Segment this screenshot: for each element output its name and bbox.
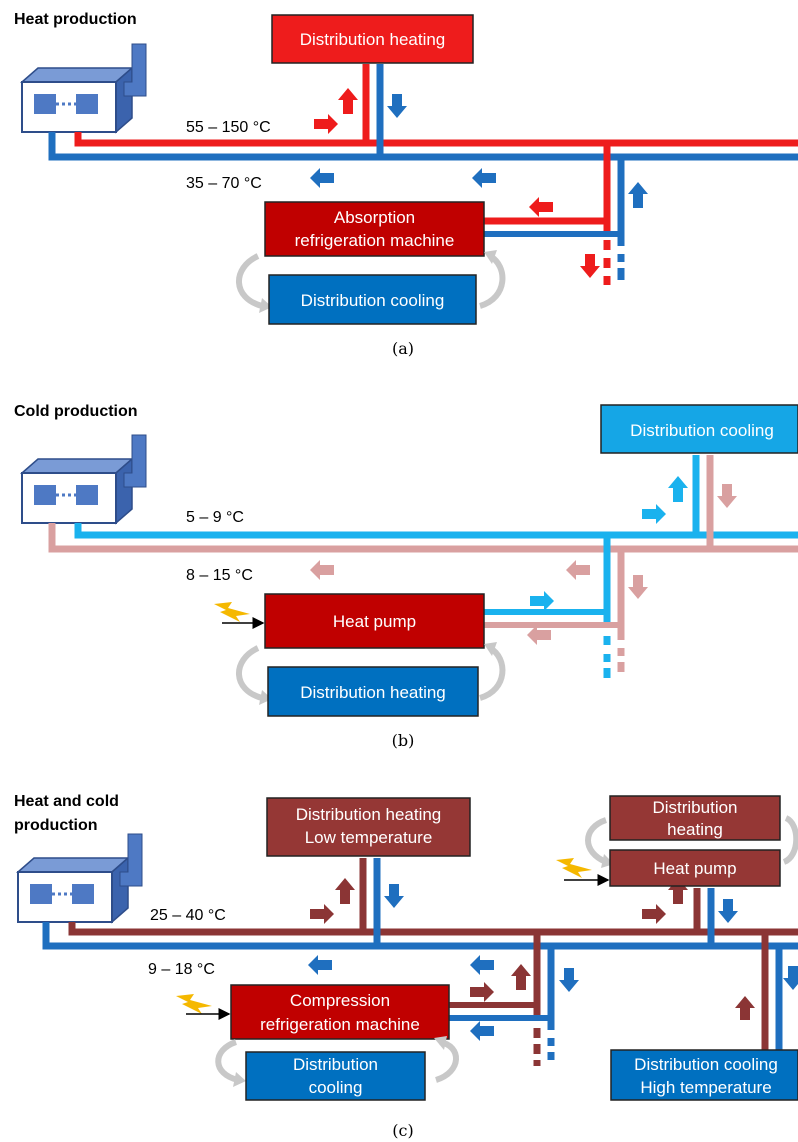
flow-arrow-icon xyxy=(308,878,798,1041)
heat-pump-label: Heat pump xyxy=(653,859,736,878)
plant-building-icon xyxy=(20,457,134,525)
distribution-heating-label-line1: Distribution xyxy=(652,798,737,817)
flow-arrow-icon xyxy=(310,88,648,278)
supply-temp-label: 25 – 40 °C xyxy=(150,907,226,924)
supply-temp-label: 55 – 150 °C xyxy=(186,119,271,136)
cycle-arrow-icon xyxy=(478,253,506,309)
distribution-heating-label: Distribution heating xyxy=(300,683,446,702)
heating-low-label-line1: Distribution heating xyxy=(296,805,442,824)
pipe-network-c xyxy=(42,858,798,1066)
cycle-arrow-icon xyxy=(585,817,608,865)
cycle-arrow-icon xyxy=(434,1039,459,1083)
caption-a: (a) xyxy=(392,339,414,358)
heat-pump-label: Heat pump xyxy=(333,612,416,631)
chimney-icon xyxy=(119,833,143,887)
distribution-cooling-high-temp-box xyxy=(610,1049,798,1101)
distribution-cooling-label-line1: Distribution xyxy=(293,1055,378,1074)
cycle-arrow-icon xyxy=(478,645,506,701)
cooling-high-label-line2: High temperature xyxy=(640,1078,771,1097)
pipe-network-b xyxy=(48,455,798,678)
cycle-arrow-icon xyxy=(236,253,263,309)
distribution-cooling-label: Distribution cooling xyxy=(301,291,445,310)
lightning-icon xyxy=(176,994,212,1014)
panel-c-title-line2: production xyxy=(14,817,98,834)
flow-arrow-icon xyxy=(310,476,737,645)
panel-a: Heat production xyxy=(14,11,798,358)
heat-pump-box xyxy=(264,593,485,649)
panel-b: Cold production xyxy=(14,403,798,750)
cycle-arrow-icon xyxy=(782,815,798,865)
distribution-heating-label-line2: heating xyxy=(667,820,723,839)
panel-a-title: Heat production xyxy=(14,11,137,28)
plant-building-icon xyxy=(20,66,134,134)
distribution-heating-box xyxy=(609,795,781,841)
cycle-arrow-icon xyxy=(236,645,263,701)
absorption-label-line2: refrigeration machine xyxy=(295,231,455,250)
panel-c: Heat and cold production xyxy=(14,793,798,1140)
caption-b: (b) xyxy=(392,731,415,750)
distribution-heating-box xyxy=(267,666,479,717)
distribution-cooling-label-line2: cooling xyxy=(309,1078,363,1097)
plant-building-icon xyxy=(16,856,130,924)
lightning-icon xyxy=(556,858,592,878)
panel-b-title: Cold production xyxy=(14,403,138,420)
cooling-high-label-line1: Distribution cooling xyxy=(634,1055,778,1074)
distribution-heating-low-temp-box xyxy=(266,797,471,857)
distribution-cooling-box xyxy=(600,404,798,454)
compression-label-line2: refrigeration machine xyxy=(260,1015,420,1034)
distribution-heating-label: Distribution heating xyxy=(300,30,446,49)
chimney-icon xyxy=(123,43,147,97)
return-temp-label: 8 – 15 °C xyxy=(186,567,253,584)
cycle-arrow-icon xyxy=(215,1039,239,1083)
absorption-machine-box xyxy=(264,201,485,257)
lightning-icon xyxy=(214,602,250,622)
panel-c-title-line1: Heat and cold xyxy=(14,793,119,810)
heat-pump-box xyxy=(609,849,781,887)
pipe-network-a xyxy=(48,64,798,285)
compression-machine-box xyxy=(230,984,450,1040)
return-temp-label: 35 – 70 °C xyxy=(186,175,262,192)
return-temp-label: 9 – 18 °C xyxy=(148,961,215,978)
supply-temp-label: 5 – 9 °C xyxy=(186,509,244,526)
distribution-cooling-label: Distribution cooling xyxy=(630,421,774,440)
absorption-label-line1: Absorption xyxy=(334,208,415,227)
distribution-cooling-box xyxy=(268,274,477,325)
compression-label-line1: Compression xyxy=(290,991,390,1010)
distribution-heating-box xyxy=(271,14,474,64)
chimney-icon xyxy=(123,434,147,488)
distribution-cooling-box xyxy=(245,1051,426,1101)
heating-low-label-line2: Low temperature xyxy=(305,828,433,847)
caption-c: (c) xyxy=(392,1121,413,1140)
